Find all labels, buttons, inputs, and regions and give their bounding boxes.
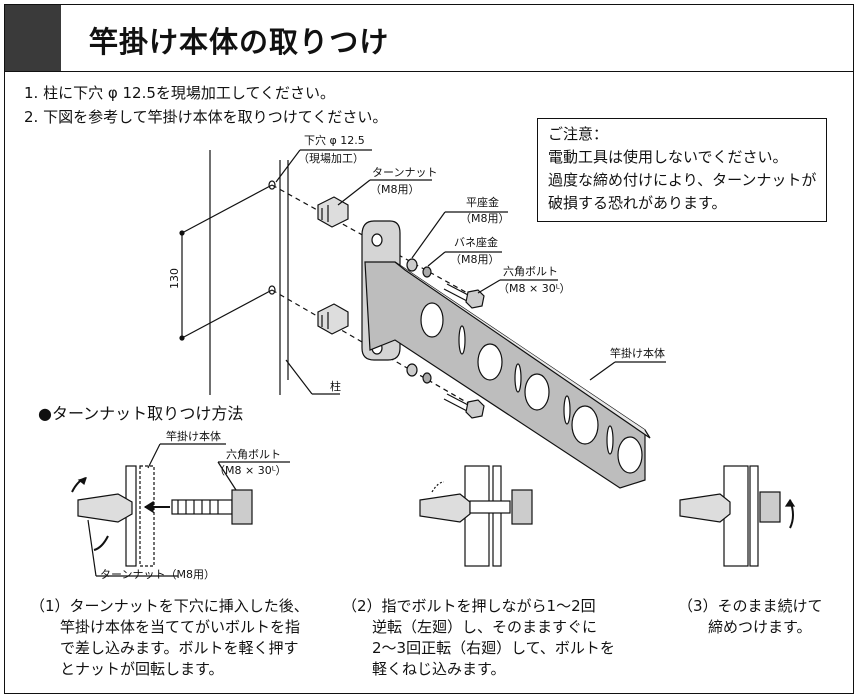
page-title: 竿掛け本体の取りつけ bbox=[89, 25, 390, 59]
caution-title: ご注意： bbox=[548, 125, 609, 143]
label-spring-washer: バネ座金 bbox=[454, 236, 498, 249]
spring-washer-top bbox=[422, 266, 432, 278]
instruction-2: 2. 下図を参考して竿掛け本体を取りつけてください。 bbox=[24, 108, 388, 126]
label-pilot-hole: 下穴 φ 12.5 bbox=[304, 134, 365, 147]
header-accent-block bbox=[5, 5, 61, 71]
caution-box: ご注意： 電動工具は使用しないでください。 過度な締め付けにより、ターンナットが… bbox=[537, 118, 827, 222]
page-frame: 竿掛け本体の取りつけ bbox=[4, 4, 854, 694]
method-label-turn-nut: ターンナット（M8用） bbox=[100, 568, 215, 581]
caution-line-2: 過度な締め付けにより、ターンナットが bbox=[548, 171, 817, 189]
method-label-rack-body: 竿掛け本体 bbox=[166, 430, 221, 443]
label-pilot-hole-note: （現場加工） bbox=[298, 152, 364, 165]
turn-nut-top bbox=[317, 196, 349, 228]
label-hex-bolt-size: （M8 × 30ᴸ） bbox=[498, 282, 571, 295]
flat-washer-top bbox=[406, 258, 418, 272]
label-spring-washer-size: （M8用） bbox=[450, 253, 500, 266]
method-heading: ●ターンナット取りつけ方法 bbox=[38, 404, 244, 423]
instruction-1: 1. 柱に下穴 φ 12.5を現場加工してください。 bbox=[24, 84, 336, 102]
dimension-label: 130 bbox=[168, 268, 181, 289]
header: 竿掛け本体の取りつけ bbox=[5, 5, 853, 72]
flat-washer-bottom bbox=[406, 363, 418, 377]
label-flat-washer: 平座金 bbox=[466, 196, 499, 209]
label-hex-bolt: 六角ボルト bbox=[503, 265, 558, 278]
rack-arm bbox=[364, 261, 646, 489]
label-turn-nut: ターンナット bbox=[372, 166, 438, 179]
caution-line-3: 破損する恐れがあります。 bbox=[548, 194, 727, 212]
step3-figure bbox=[679, 465, 796, 567]
step2-figure bbox=[419, 465, 533, 567]
caution-line-1: 電動工具は使用しないでください。 bbox=[548, 148, 788, 166]
label-flat-washer-size: （M8用） bbox=[460, 212, 510, 225]
turn-nut-bottom bbox=[317, 303, 349, 335]
step-1-text: （1）ターンナットを下穴に挿入した後、 竿掛け本体を当ててがいボルトを指 で差し… bbox=[30, 597, 309, 678]
spring-washer-bottom bbox=[422, 372, 432, 384]
method-label-hex-bolt: 六角ボルト bbox=[226, 448, 281, 461]
step-2-text: （2）指でボルトを押しながら1～2回 逆転（左廻）し、そのまますぐに 2～3回正… bbox=[342, 597, 615, 678]
hex-bolt-bottom bbox=[443, 393, 485, 419]
method-label-hex-bolt-size: （M8 × 30ᴸ） bbox=[214, 464, 287, 477]
label-rack-body: 竿掛け本体 bbox=[610, 347, 665, 360]
step-3-text: （3）そのまま続けて 締めつけます。 bbox=[678, 597, 823, 636]
step1-figure bbox=[71, 443, 290, 577]
label-turn-nut-size: （M8用） bbox=[370, 183, 420, 196]
hex-bolt-top bbox=[443, 283, 485, 309]
label-pillar: 柱 bbox=[330, 380, 341, 393]
